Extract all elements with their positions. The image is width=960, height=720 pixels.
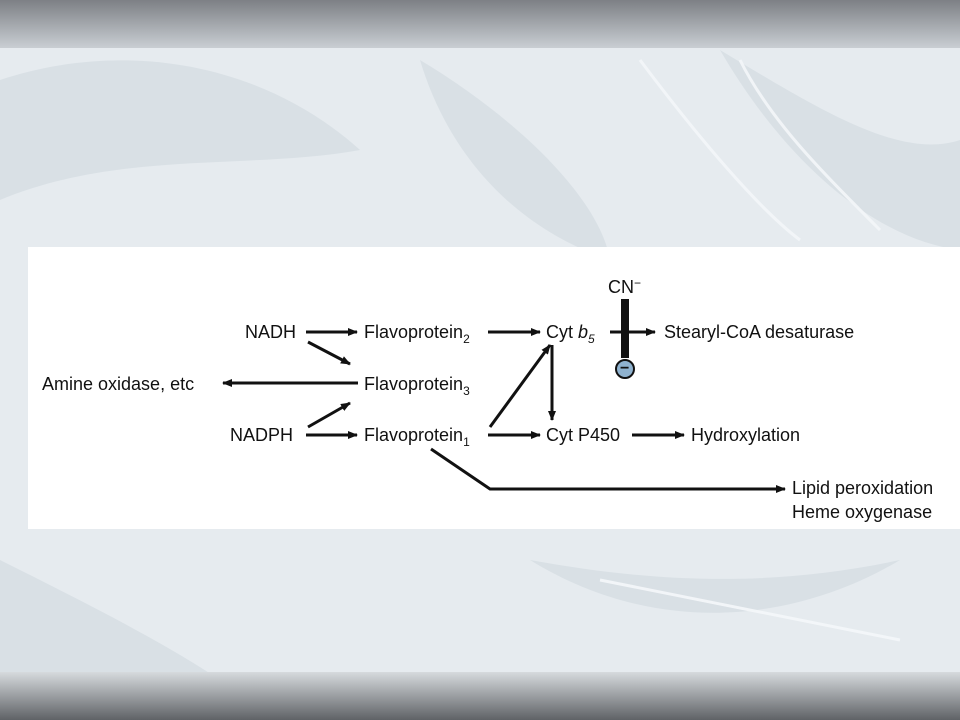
node-lipid-peroxidation: Lipid peroxidation [792,478,934,498]
inhibitor-minus-sign: − [620,360,630,377]
inhibitor-cyanide: CN− [608,276,642,297]
node-flavoprotein1: Flavoprotein1 [364,425,470,449]
leaf-pattern [0,50,960,680]
inhibitor-circle [615,359,635,379]
node-stearyl-coa-desaturase: Stearyl-CoA desaturase [664,322,855,342]
node-cyt-p450: Cyt P450 [546,425,621,445]
arrow-flavoprotein1-lipid [430,447,786,493]
node-nadh: NADH [245,322,297,342]
node-amine-oxidase: Amine oxidase, etc [42,374,195,394]
top-bar [0,0,960,48]
pathway-arrows [222,299,786,493]
node-heme-oxygenase: Heme oxygenase [792,502,933,522]
bottom-bar [0,672,960,720]
arrow-nadph-flavoprotein3 [307,401,351,429]
diagram-panel: NADH Flavoprotein2 Cyt b5 CN− − Stearyl-… [28,247,960,529]
node-nadph: NADPH [230,425,294,445]
node-flavoprotein2: Flavoprotein2 [364,322,470,346]
node-hydroxylation: Hydroxylation [691,425,801,445]
node-flavoprotein3: Flavoprotein3 [364,374,470,398]
arrow-flavoprotein1-cytb5 [488,344,552,428]
node-cyt-b5: Cyt b5 [546,322,595,346]
arrow-nadh-flavoprotein3 [307,340,351,366]
